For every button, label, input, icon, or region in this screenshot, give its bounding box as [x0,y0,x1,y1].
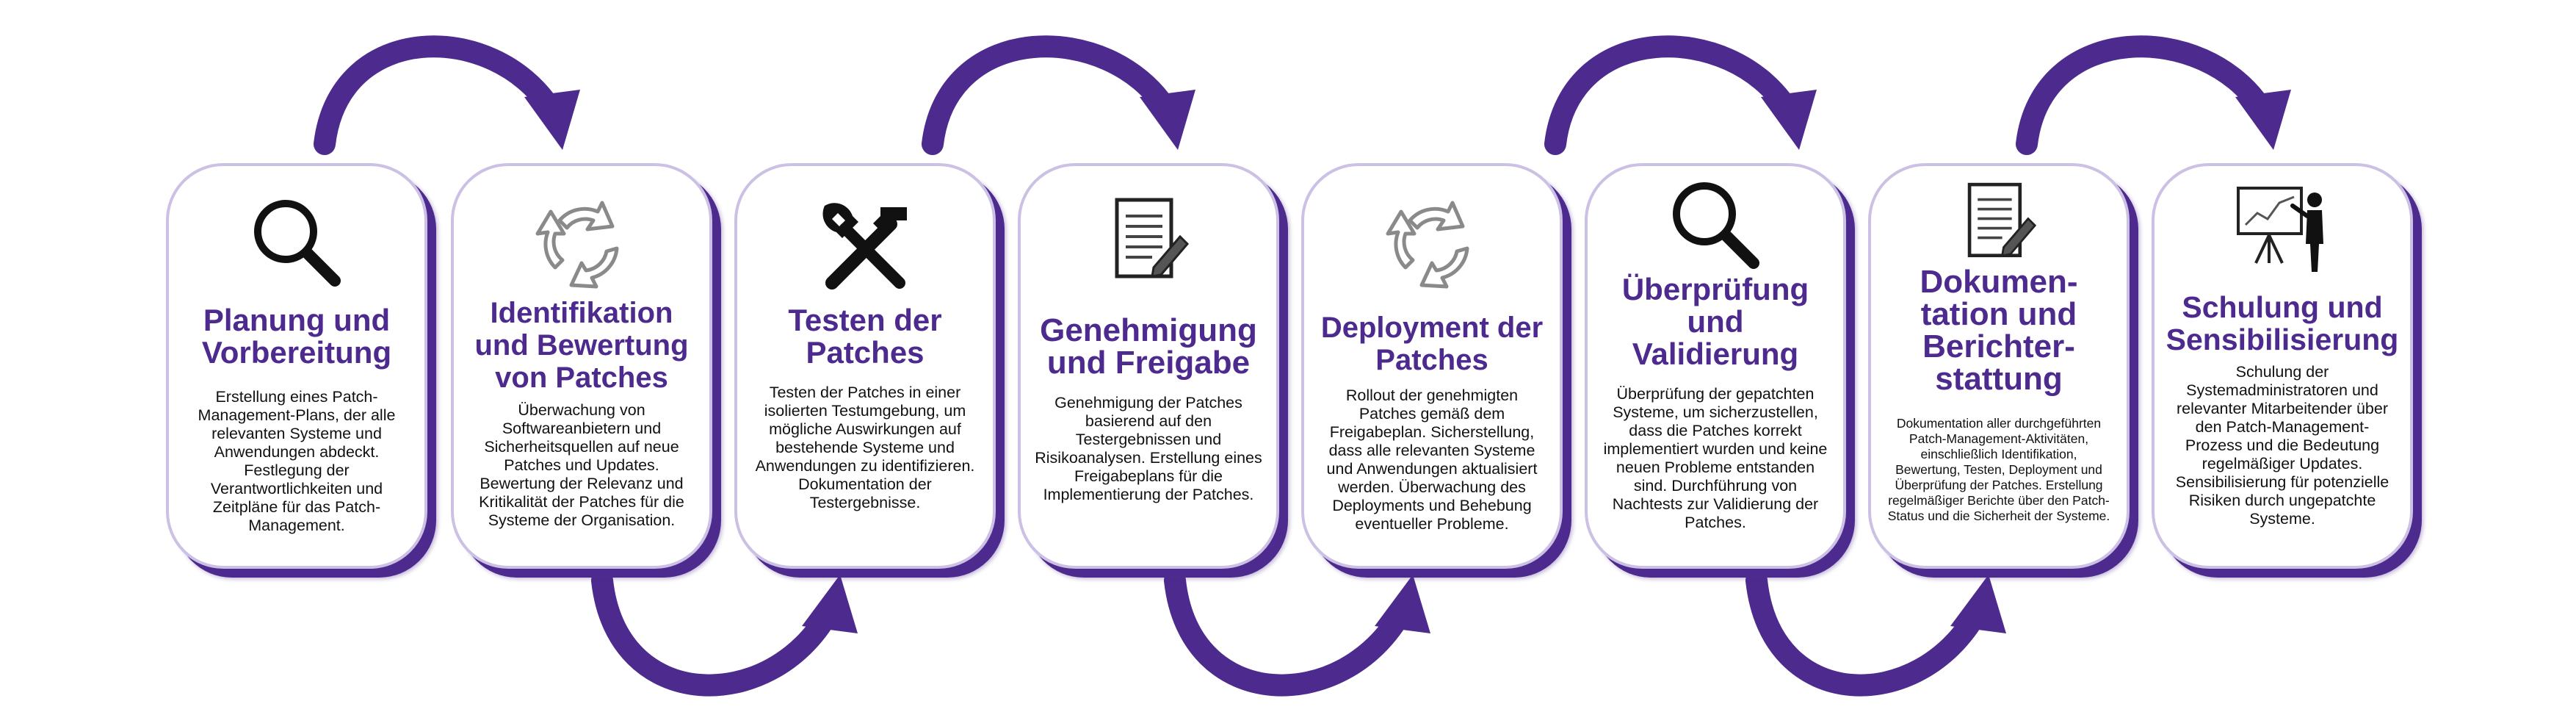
step-title: Planung und Vorbereitung [201,303,392,370]
step-description: Rollout der genehmigten Patches gemäß de… [1326,387,1538,533]
step-description: Dokumentation aller durchgeführten Patch… [1887,416,2110,523]
step-description: Überprüfung der gepatchten Systeme, um s… [1603,385,1828,531]
step-card-deployment: Deployment der Patches Rollout der geneh… [1301,163,1563,569]
step-card-planung: Planung und Vorbereitung Erstellung eine… [166,163,427,569]
curved-arrow-top [1544,35,1817,155]
curved-arrow-top [922,35,1195,155]
step-card-schulung: Schulung und Sensibilisierung Schulung d… [2152,163,2413,569]
step-title: Identifikation und Bewertung von Patches [474,297,689,394]
step-card-genehmigung: Genehmigung und Freigabe Genehmigung der… [1018,163,1279,569]
step-description: Schulung der Systemadministratoren und r… [2175,363,2389,528]
recycle-arrows-icon [1304,191,1560,301]
step-title: Testen der Patches [788,303,942,370]
step-card-identifikation: Identifikation und Bewertung von Patches… [451,163,712,569]
tools-icon [737,191,993,301]
presenter-board-icon [2154,181,2410,291]
step-title: Schulung und Sensibilisierung [2166,290,2399,356]
curved-arrow-bottom [591,569,858,697]
document-pen-icon [1871,176,2127,287]
step-title: Genehmigung und Freigabe [1040,312,1257,381]
step-card-testen: Testen der Patches Testen der Patches in… [734,163,996,569]
curved-arrow-top [314,35,580,155]
curved-arrow-top [2016,35,2291,155]
magnifier-icon [1588,173,1843,284]
step-title: Überprüfung und Validierung [1621,272,1809,371]
step-description: Genehmigung der Patches basierend auf de… [1035,394,1262,503]
document-pen-icon [1021,191,1276,301]
step-description: Testen der Patches in einer isolierten T… [755,384,975,511]
step-description: Erstellung eines Patch-Management-Plans,… [198,388,396,534]
step-card-dokumentation: Dokumen-tation und Berichter-stattung Do… [1868,163,2130,569]
step-title: Dokumen-tation und Berichter-stattung [1920,264,2078,397]
step-title: Deployment der Patches [1320,312,1544,376]
magnifier-icon [169,191,424,301]
step-card-ueberpruefung: Überprüfung und Validierung Überprüfung … [1585,163,1846,569]
curved-arrow-bottom [1745,569,2006,697]
step-description: Überwachung von Softwareanbietern und Si… [479,401,684,529]
recycle-arrows-icon [454,191,709,301]
curved-arrow-bottom [1164,569,1430,697]
